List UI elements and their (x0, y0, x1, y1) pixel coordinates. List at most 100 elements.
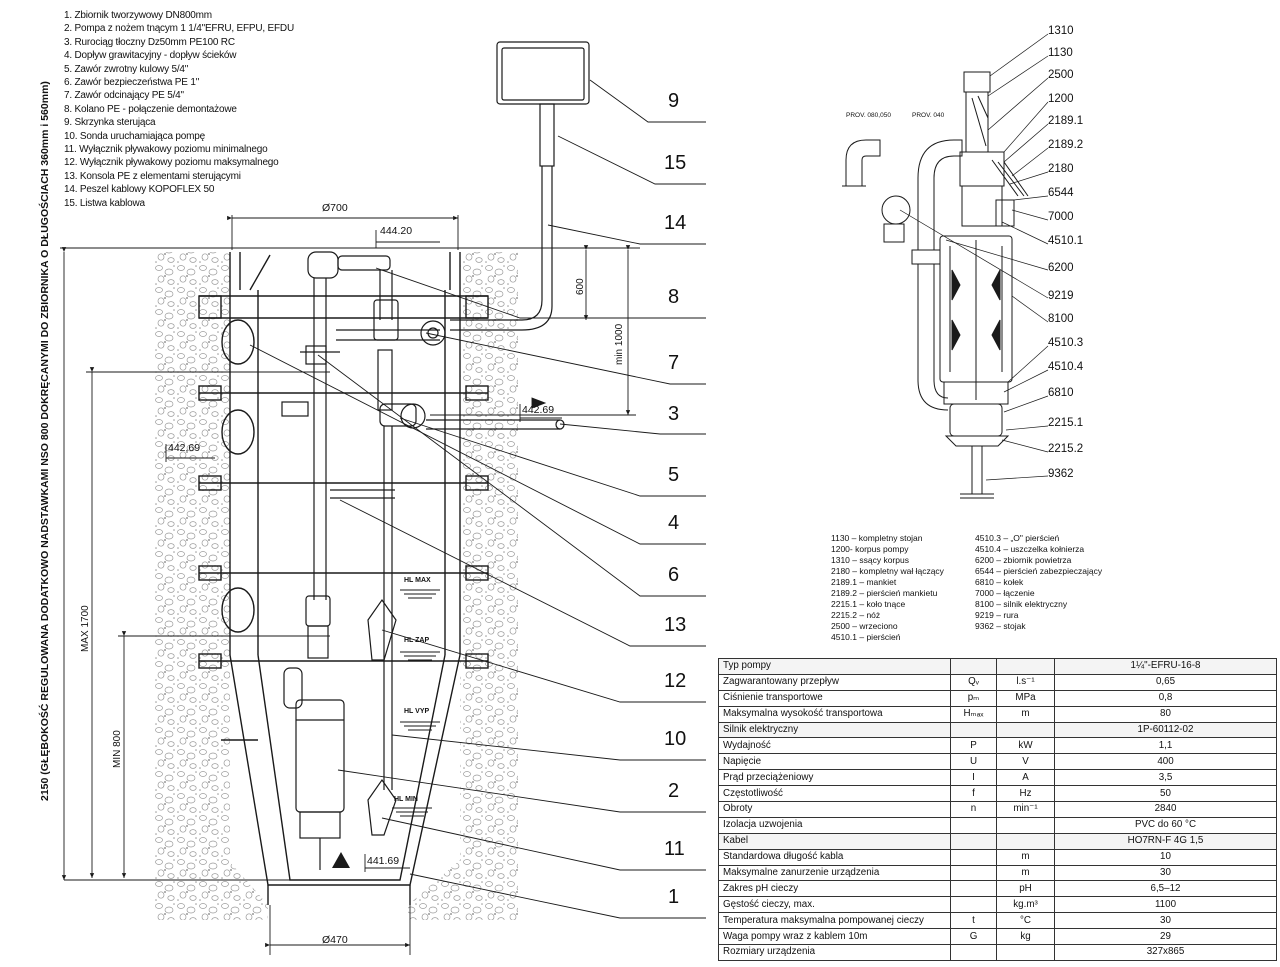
dim-min-1000: min 1000 (614, 323, 625, 365)
dim-level-bottom: 441.69 (367, 855, 400, 867)
spec-value: 3,5 (1054, 769, 1277, 787)
prov-label: PROV. 080,050 (846, 112, 891, 119)
part-number: 1310 (1048, 25, 1074, 37)
legend-item: 14. Peszel kablowy KOPOFLEX 50 (64, 184, 215, 196)
spec-unit (996, 832, 1055, 850)
spec-symbol: Hₘₐₓ (950, 705, 997, 723)
level-hl-max: HL MAX (404, 577, 431, 584)
parts-legend-item: 6544 – pierścień zabezpieczający (975, 566, 1103, 576)
parts-legend-item: 8100 – silnik elektryczny (975, 599, 1068, 609)
spec-param: Waga pompy wraz z kablem 10m (718, 928, 951, 946)
level-hl-min: HL MIN (394, 796, 418, 803)
part-number: 4510.1 (1048, 235, 1084, 247)
spec-symbol: I (950, 769, 997, 787)
callout-11: 11 (664, 838, 685, 860)
level-hl-zap: HL ZAP (404, 637, 430, 644)
spec-value: 29 (1054, 928, 1277, 946)
spec-param: Wydajność (718, 737, 951, 755)
spec-value: HO7RN-F 4G 1,5 (1054, 832, 1277, 850)
parts-legend-item: 6200 – zbiornik powietrza (975, 555, 1072, 565)
spec-symbol: f (950, 785, 997, 803)
spec-value: 30 (1054, 912, 1277, 930)
parts-legend-item: 2215.2 – nóż (831, 610, 881, 620)
spec-param: Rozmiary urządzenia (718, 944, 951, 961)
spec-value: 0,8 (1054, 689, 1277, 707)
spec-param: Zagwarantowany przepływ (718, 673, 951, 691)
legend-item: 7. Zawór odcinający PE 5/4" (64, 90, 184, 102)
part-number: 9219 (1048, 290, 1074, 302)
parts-legend-item: 1200- korpus pompy (831, 544, 909, 554)
spec-symbol (950, 658, 997, 675)
legend-item: 9. Skrzynka sterująca (64, 117, 156, 129)
soil-right (408, 252, 518, 920)
spec-row: Izolacja uzwojenia PVC do 60 °C (718, 816, 1277, 834)
spec-symbol: n (950, 801, 997, 818)
legend-item: 1. Zbiornik tworzywowy DN800mm (64, 10, 212, 21)
dim-level-right: 442.69 (522, 404, 555, 416)
spec-value: 1,1 (1054, 737, 1277, 755)
spec-value: 400 (1054, 753, 1277, 771)
dim-min-800: MIN 800 (112, 730, 123, 768)
spec-symbol: U (950, 753, 997, 771)
spec-value: 0,65 (1054, 673, 1277, 691)
spec-param: Ciśnienie transportowe (718, 689, 951, 707)
spec-unit (996, 658, 1055, 675)
part-number: 6810 (1048, 387, 1074, 399)
spec-unit: m (996, 848, 1055, 866)
parts-legend-item: 4510.4 – uszczelka kołnierza (975, 544, 1085, 554)
spec-param: Gęstość cieczy, max. (718, 896, 951, 914)
pump-assembly (281, 251, 446, 870)
legend-item: 6. Zawór bezpieczeństwa PE 1" (64, 77, 200, 89)
part-number: 4510.3 (1048, 337, 1084, 349)
spec-unit: kg.m³ (996, 896, 1055, 914)
spec-param: Częstotliwość (718, 785, 951, 803)
spec-unit (996, 721, 1055, 739)
spec-symbol: t (950, 912, 997, 930)
callout-9: 9 (668, 90, 680, 112)
spec-row: Temperatura maksymalna pompowanej cieczy… (718, 912, 1277, 930)
spec-unit: m (996, 864, 1055, 882)
spec-value: PVC do 60 °C (1054, 816, 1277, 834)
legend-item: 3. Rurociąg tłoczny Dz50mm PE100 RC (64, 36, 235, 48)
callout-12: 12 (664, 670, 687, 692)
callout-3: 3 (668, 403, 680, 425)
spec-value: 80 (1054, 705, 1277, 723)
spec-value: 327x865 (1054, 944, 1277, 961)
level-hl-vyp: HL VYP (404, 708, 430, 715)
callout-1: 1 (668, 886, 680, 908)
dim-600: 600 (575, 278, 586, 295)
part-number: 8100 (1048, 313, 1074, 325)
spec-value: 1100 (1054, 896, 1277, 914)
spec-param: Prąd przeciążeniowy (718, 769, 951, 787)
legend-item: 2. Pompa z nożem tnącym 1 1/4"EFRU, EFPU… (64, 23, 294, 35)
spec-symbol: pₘ (950, 689, 997, 707)
spec-unit: m (996, 705, 1055, 723)
spec-param: Maksymalna wysokość transportowa (718, 705, 951, 723)
spec-param: Typ pompy (718, 658, 951, 675)
spec-param: Silnik elektryczny (718, 721, 951, 739)
spec-symbol (950, 880, 997, 898)
control-box (450, 41, 590, 331)
spec-param: Maksymalne zanurzenie urządzenia (718, 864, 951, 882)
parts-legend-item: 6810 – kołek (975, 577, 1024, 587)
spec-unit: V (996, 753, 1055, 771)
spec-symbol: G (950, 928, 997, 946)
spec-unit (996, 816, 1055, 834)
dimension-lines (60, 215, 640, 955)
spec-param: Izolacja uzwojenia (718, 816, 951, 834)
part-number: 2215.1 (1048, 417, 1084, 429)
spec-param: Zakres pH cieczy (718, 880, 951, 898)
legend-item: 15. Listwa kablowa (64, 197, 145, 209)
callout-15: 15 (664, 152, 687, 174)
spec-param: Obroty (718, 801, 951, 818)
spec-unit: °C (996, 912, 1055, 930)
